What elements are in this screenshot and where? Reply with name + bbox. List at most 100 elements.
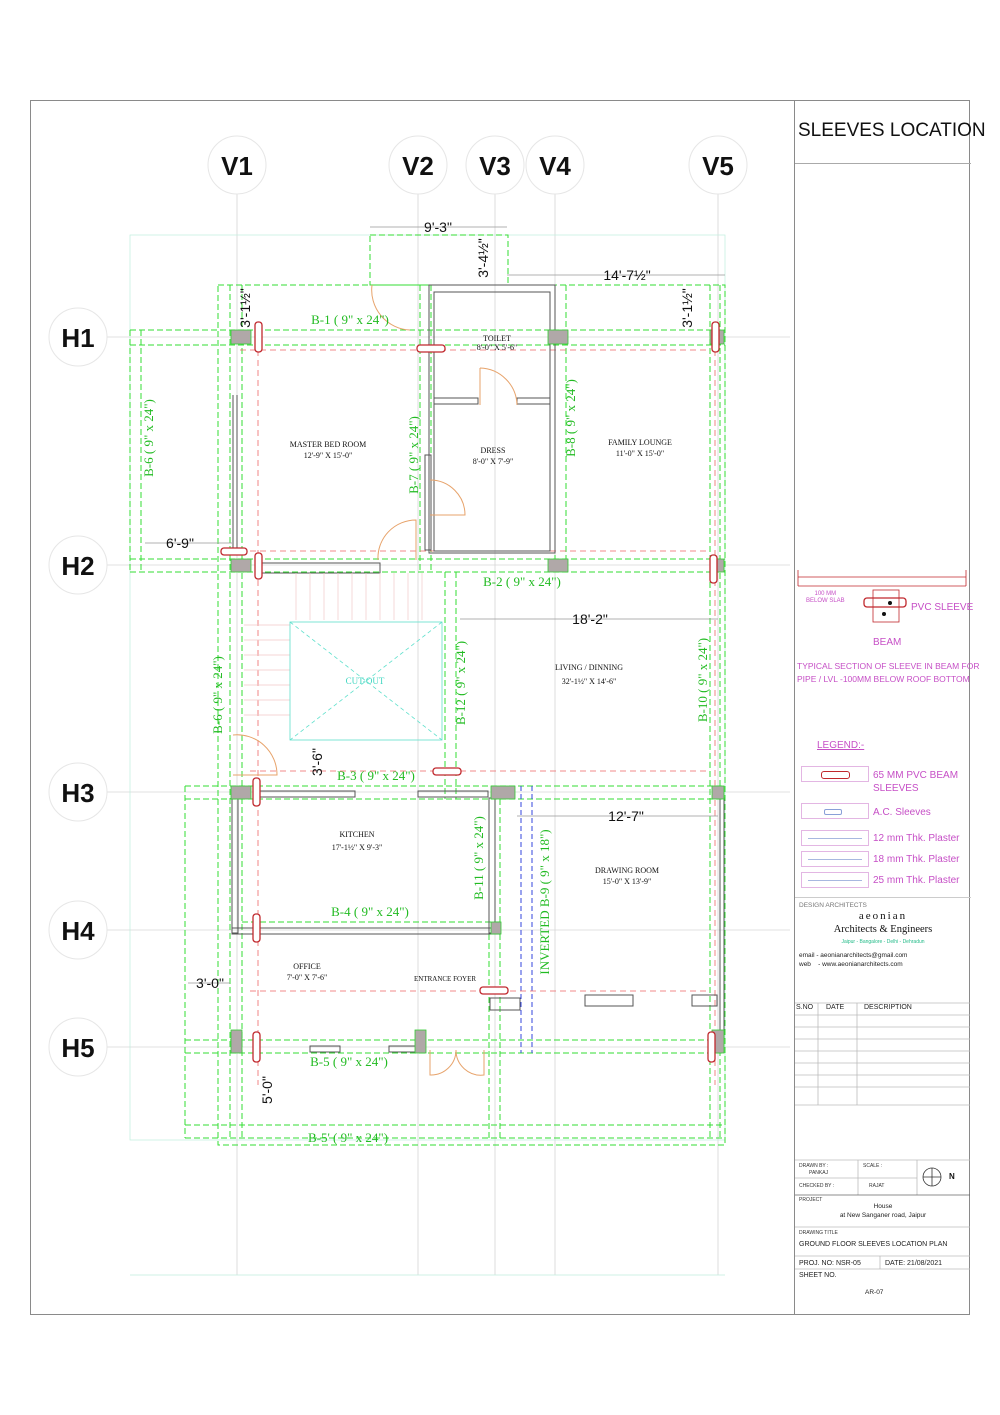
walls <box>231 284 725 1053</box>
legend-18mm-label: 18 mm Thk. Plaster <box>873 854 960 865</box>
dim-3-1-left: 3'-1½" <box>237 288 253 328</box>
legend-18mm-swatch <box>801 851 869 867</box>
sheet-title: SLEEVES LOCATION <box>798 120 986 141</box>
room-master-bed-name: MASTER BED ROOM <box>290 440 366 449</box>
legend-pvc-label-2: SLEEVES <box>873 783 919 794</box>
room-master-bed-size: 12'-9" X 15'-0" <box>304 451 353 460</box>
legend-25mm-swatch <box>801 872 869 888</box>
dim-3-6: 3'-6" <box>309 748 325 776</box>
dim-9-3: 9'-3" <box>424 219 452 235</box>
legend-pvc-label: 65 MM PVC BEAM SLEEVES <box>873 769 958 795</box>
project-label: PROJECT <box>799 1197 823 1203</box>
grid-row-h3: H3 <box>61 778 94 808</box>
section-caption-1: TYPICAL SECTION OF SLEEVE IN BEAM FOR <box>797 661 980 671</box>
sheet-title-box: SLEEVES LOCATION <box>795 100 986 164</box>
beam-label-b10: B-10 ( 9" x 24") <box>695 638 710 722</box>
architects-web[interactable]: web - www.aeonianarchitects.com <box>799 961 903 968</box>
beam-label-b6-bottom: B-6 ( 9" x 24") <box>210 656 225 734</box>
dim-3-0: 3'-0" <box>196 975 224 991</box>
grid-row-h5: H5 <box>61 1033 94 1063</box>
architects-name: Architects & Engineers <box>833 924 933 935</box>
rev-col-sno: S.NO <box>796 1004 814 1011</box>
dim-3-1-right: 3'-1½" <box>679 288 695 328</box>
drawn-by-label: DRAWN BY : <box>799 1163 829 1169</box>
project-number: PROJ. NO: NSR-05 <box>799 1260 861 1267</box>
room-kitchen-size: 17'-1½" X 9'-3" <box>332 843 383 852</box>
title-block: SLEEVES LOCATION 100 MM BELOW SLAB PVC S… <box>794 100 986 1315</box>
north-arrow-label: N <box>949 1172 955 1181</box>
section-caption-2: PIPE / LVL -100MM BELOW ROOF BOTTOM <box>797 674 970 684</box>
checked-by-label: CHECKED BY : <box>799 1183 835 1189</box>
room-toilet-size: 8'-0" X 5'-6" <box>477 343 518 352</box>
room-family-lounge-name: FAMILY LOUNGE <box>608 438 672 447</box>
room-family-lounge-size: 11'-0" X 15'-0" <box>616 449 664 458</box>
dim-18-2: 18'-2" <box>572 611 608 627</box>
grid-col-v4: V4 <box>539 151 571 181</box>
scale-label: SCALE : <box>863 1163 883 1169</box>
beam-lines <box>129 234 726 1146</box>
cutout <box>289 621 443 741</box>
sleeve-section-detail <box>797 570 967 623</box>
beam-label-b12: B-12 ( 9" x 24") <box>453 641 468 725</box>
beam-label-b9: INVERTED B-9 ( 9" x 18") <box>537 829 552 974</box>
project-location: at New Sanganer road, Jaipur <box>839 1212 927 1219</box>
sheet-no-label: SHEET NO. <box>799 1272 837 1279</box>
legend-12mm-label: 12 mm Thk. Plaster <box>873 833 960 844</box>
dim-12-7: 12'-7" <box>608 808 644 824</box>
architects-cities: Jaipur - Bangalore - Delhi - Dehradun <box>841 939 925 945</box>
architects-brand: aeonian <box>858 910 908 922</box>
grid-row-h2: H2 <box>61 551 94 581</box>
grid-col-v1: V1 <box>221 151 253 181</box>
sheet-number: AR-07 <box>865 1289 884 1296</box>
drawn-by-value: PANKAJ <box>809 1170 829 1176</box>
drawing-title: GROUND FLOOR SLEEVES LOCATION PLAN <box>799 1241 948 1248</box>
drawing-title-label: DRAWING TITLE <box>799 1230 838 1236</box>
design-architects-heading: DESIGN ARCHITECTS <box>799 902 867 909</box>
checked-by-value: RAJAT <box>869 1183 885 1189</box>
beam-label: BEAM <box>873 637 902 648</box>
beam-label-b5: B-5 ( 9" x 24") <box>310 1054 388 1069</box>
architects-email[interactable]: email - aeonianarchitects@gmail.com <box>799 952 908 959</box>
legend-pvc-label-1: 65 MM PVC BEAM <box>873 770 959 781</box>
beam-label-b5-prime: B-5' ( 9" x 24") <box>308 1130 388 1145</box>
grid-lines <box>100 190 790 1275</box>
beam-label-b7: B-7 ( 9" x 24") <box>406 416 421 494</box>
legend-25mm-label: 25 mm Thk. Plaster <box>873 875 960 886</box>
drawing-date: DATE: 21/08/2021 <box>885 1260 943 1267</box>
room-living-name: LIVING / DINNING <box>555 663 623 672</box>
room-drawing-size: 15'-0" X 13'-9" <box>603 877 652 886</box>
room-office-name: OFFICE <box>293 962 321 971</box>
grid-col-v5: V5 <box>702 151 734 181</box>
dim-14-7: 14'-7½" <box>603 267 650 283</box>
beam-label-b3: B-3 ( 9" x 24") <box>337 768 415 783</box>
project-name: House <box>873 1203 893 1210</box>
room-dress-size: 8'-0" X 7'-9" <box>473 457 514 466</box>
rev-col-date: DATE <box>826 1004 845 1011</box>
room-office-size: 7'-0" X 7'-6" <box>287 973 328 982</box>
dim-6-9: 6'-9" <box>166 535 194 551</box>
beam-label-b2: B-2 ( 9" x 24") <box>483 574 561 589</box>
rev-col-description: DESCRIPTION <box>864 1004 912 1011</box>
beam-label-b4: B-4 ( 9" x 24") <box>331 904 409 919</box>
room-dress-name: DRESS <box>481 446 506 455</box>
legend-ac-label: A.C. Sleeves <box>873 807 931 818</box>
beam-label-b1: B-1 ( 9" x 24") <box>311 312 389 327</box>
section-dim-label-2: BELOW SLAB <box>806 598 845 604</box>
room-drawing-name: DRAWING ROOM <box>595 866 659 875</box>
section-caption: TYPICAL SECTION OF SLEEVE IN BEAM FOR PI… <box>797 660 979 686</box>
dim-3-4: 3'-4½" <box>475 238 491 278</box>
pvc-sleeves <box>220 321 720 1063</box>
section-dim-label: 100 MM BELOW SLAB <box>806 591 845 605</box>
room-cutout-name: CUT-OUT <box>346 676 385 686</box>
beam-label-b8: B-8 ( 9" x 24") <box>563 379 578 457</box>
grid-col-v3: V3 <box>479 151 511 181</box>
room-entrance-foyer-name: ENTRANCE FOYER <box>414 975 476 983</box>
legend-12mm-swatch <box>801 830 869 846</box>
room-toilet-name: TOILET <box>483 334 511 343</box>
dim-5-0: 5'-0" <box>259 1076 275 1104</box>
room-kitchen-name: KITCHEN <box>339 830 374 839</box>
drawing-sheet <box>30 100 970 1315</box>
section-dim-label-1: 100 MM <box>814 591 837 597</box>
legend-ac-swatch <box>801 803 869 819</box>
